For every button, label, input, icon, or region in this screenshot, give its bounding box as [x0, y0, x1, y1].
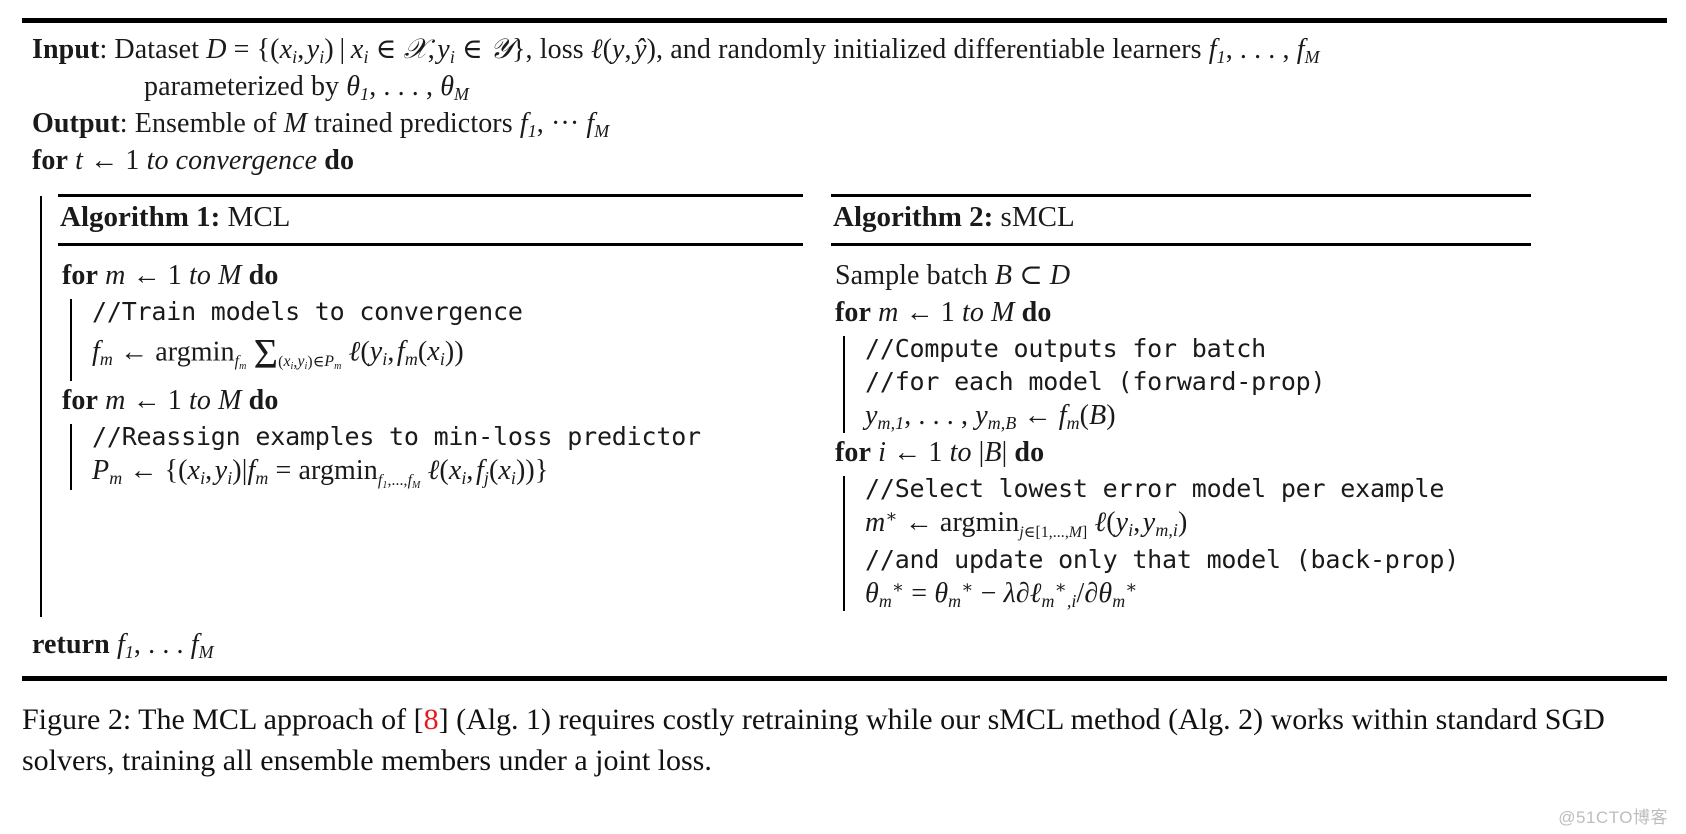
alg1-content: for m ← 1 to M do //Train models to conv… [58, 246, 803, 496]
alg2-title: Algorithm 2: sMCL [831, 197, 1531, 240]
alg1-top-rule [58, 193, 803, 197]
alg2-comment-forward: //for each model (forward-prop) [865, 366, 1326, 396]
alg2-for-i-body: //Select lowest error model per example … [835, 472, 1531, 614]
algorithm-2-box: Algorithm 2: sMCL Sample batch B ⊂ D for… [831, 193, 1531, 617]
alg1-title-name: MCL [227, 200, 291, 233]
alg2-assign-y: ym,1, . . . , ym,B ← fm(B) [865, 399, 1116, 433]
caption-reference-link[interactable]: 8 [423, 703, 439, 736]
alg2-title-number: Algorithm 2: [833, 200, 994, 233]
caption-rest: ] (Alg. 1) requires costly retraining wh… [22, 703, 1605, 777]
algorithm-figure: Input: Dataset D = {(xi, yi) | xi ∈ 𝒳, y… [22, 18, 1667, 682]
alg2-mid-rule [831, 242, 1531, 246]
alg1-title: Algorithm 1: MCL [58, 197, 803, 240]
alg1-comment-reassign: //Reassign examples to min-loss predicto… [92, 422, 701, 452]
alg2-content: Sample batch B ⊂ D for m ← 1 to M do //C… [831, 246, 1531, 617]
figure-top-rule [22, 18, 1667, 23]
alg2-top-rule [831, 193, 1531, 197]
alg2-for-i: for i ← 1 to |B| do [835, 436, 1045, 468]
alg1-mid-rule [58, 242, 803, 246]
algorithm-columns: Algorithm 1: MCL for m ← 1 to M do //Tra… [58, 193, 1667, 617]
output-label: Output [32, 107, 120, 139]
alg1-assign-pm: Pm ← {(xi, yi)|fm = argminf1,...,fM ℓ(xi… [92, 455, 549, 491]
alg2-update-theta: θm∗ = θm∗ − λ∂ℓm∗,i/∂θm∗ [865, 577, 1138, 612]
alg2-for-m-body: //Compute outputs for batch //for each m… [835, 332, 1531, 435]
alg1-title-number: Algorithm 1: [60, 200, 221, 233]
figure-bottom-rule [22, 676, 1667, 682]
alg1-for-m-2: for m ← 1 to M do [62, 385, 279, 417]
input-line-continuation: parameterized by θ1, . . . , θM [144, 70, 470, 104]
alg1-for-m-1-body: //Train models to convergence fm ← argmi… [62, 295, 803, 383]
output-line: Output: Ensemble of M trained predictors… [32, 107, 610, 141]
input-label: Input [32, 34, 100, 65]
caption-prefix: Figure 2: The MCL approach of [ [22, 703, 424, 736]
alg1-for-m-2-body: //Reassign examples to min-loss predicto… [62, 420, 803, 492]
alg2-comment-select: //Select lowest error model per example [865, 473, 1445, 503]
alg2-sample-batch: Sample batch B ⊂ D [835, 259, 1071, 291]
alg2-comment-update: //and update only that model (back-prop) [865, 545, 1460, 575]
alg1-comment-train: //Train models to convergence [92, 296, 523, 326]
input-line: Input: Dataset D = {(xi, yi) | xi ∈ 𝒳, y… [32, 32, 1320, 68]
alg2-title-name: sMCL [1000, 200, 1075, 233]
watermark: @51CTO博客 [1558, 808, 1668, 827]
outer-loop-block: Algorithm 1: MCL for m ← 1 to M do //Tra… [32, 193, 1667, 618]
figure-body: Input: Dataset D = {(xi, yi) | xi ∈ 𝒳, y… [22, 23, 1667, 670]
return-line: return f1, . . . fM [32, 629, 214, 663]
algorithm-1-box: Algorithm 1: MCL for m ← 1 to M do //Tra… [58, 193, 803, 617]
for-convergence-line: for t ← 1 to convergence do [32, 144, 355, 176]
alg2-for-m: for m ← 1 to M do [835, 296, 1052, 328]
alg1-for-m-1: for m ← 1 to M do [62, 259, 279, 291]
alg1-assign-fm: fm ← argminfm Σ(xi,yi)∈Pm ℓ(yi, fm(xi)) [92, 331, 464, 378]
alg2-assign-mstar: m∗ ← argminj∈[1,...,M] ℓ(yi, ym,i) [865, 505, 1188, 541]
alg2-comment-compute: //Compute outputs for batch [865, 333, 1266, 363]
figure-caption: Figure 2: The MCL approach of [8] (Alg. … [22, 700, 1662, 782]
